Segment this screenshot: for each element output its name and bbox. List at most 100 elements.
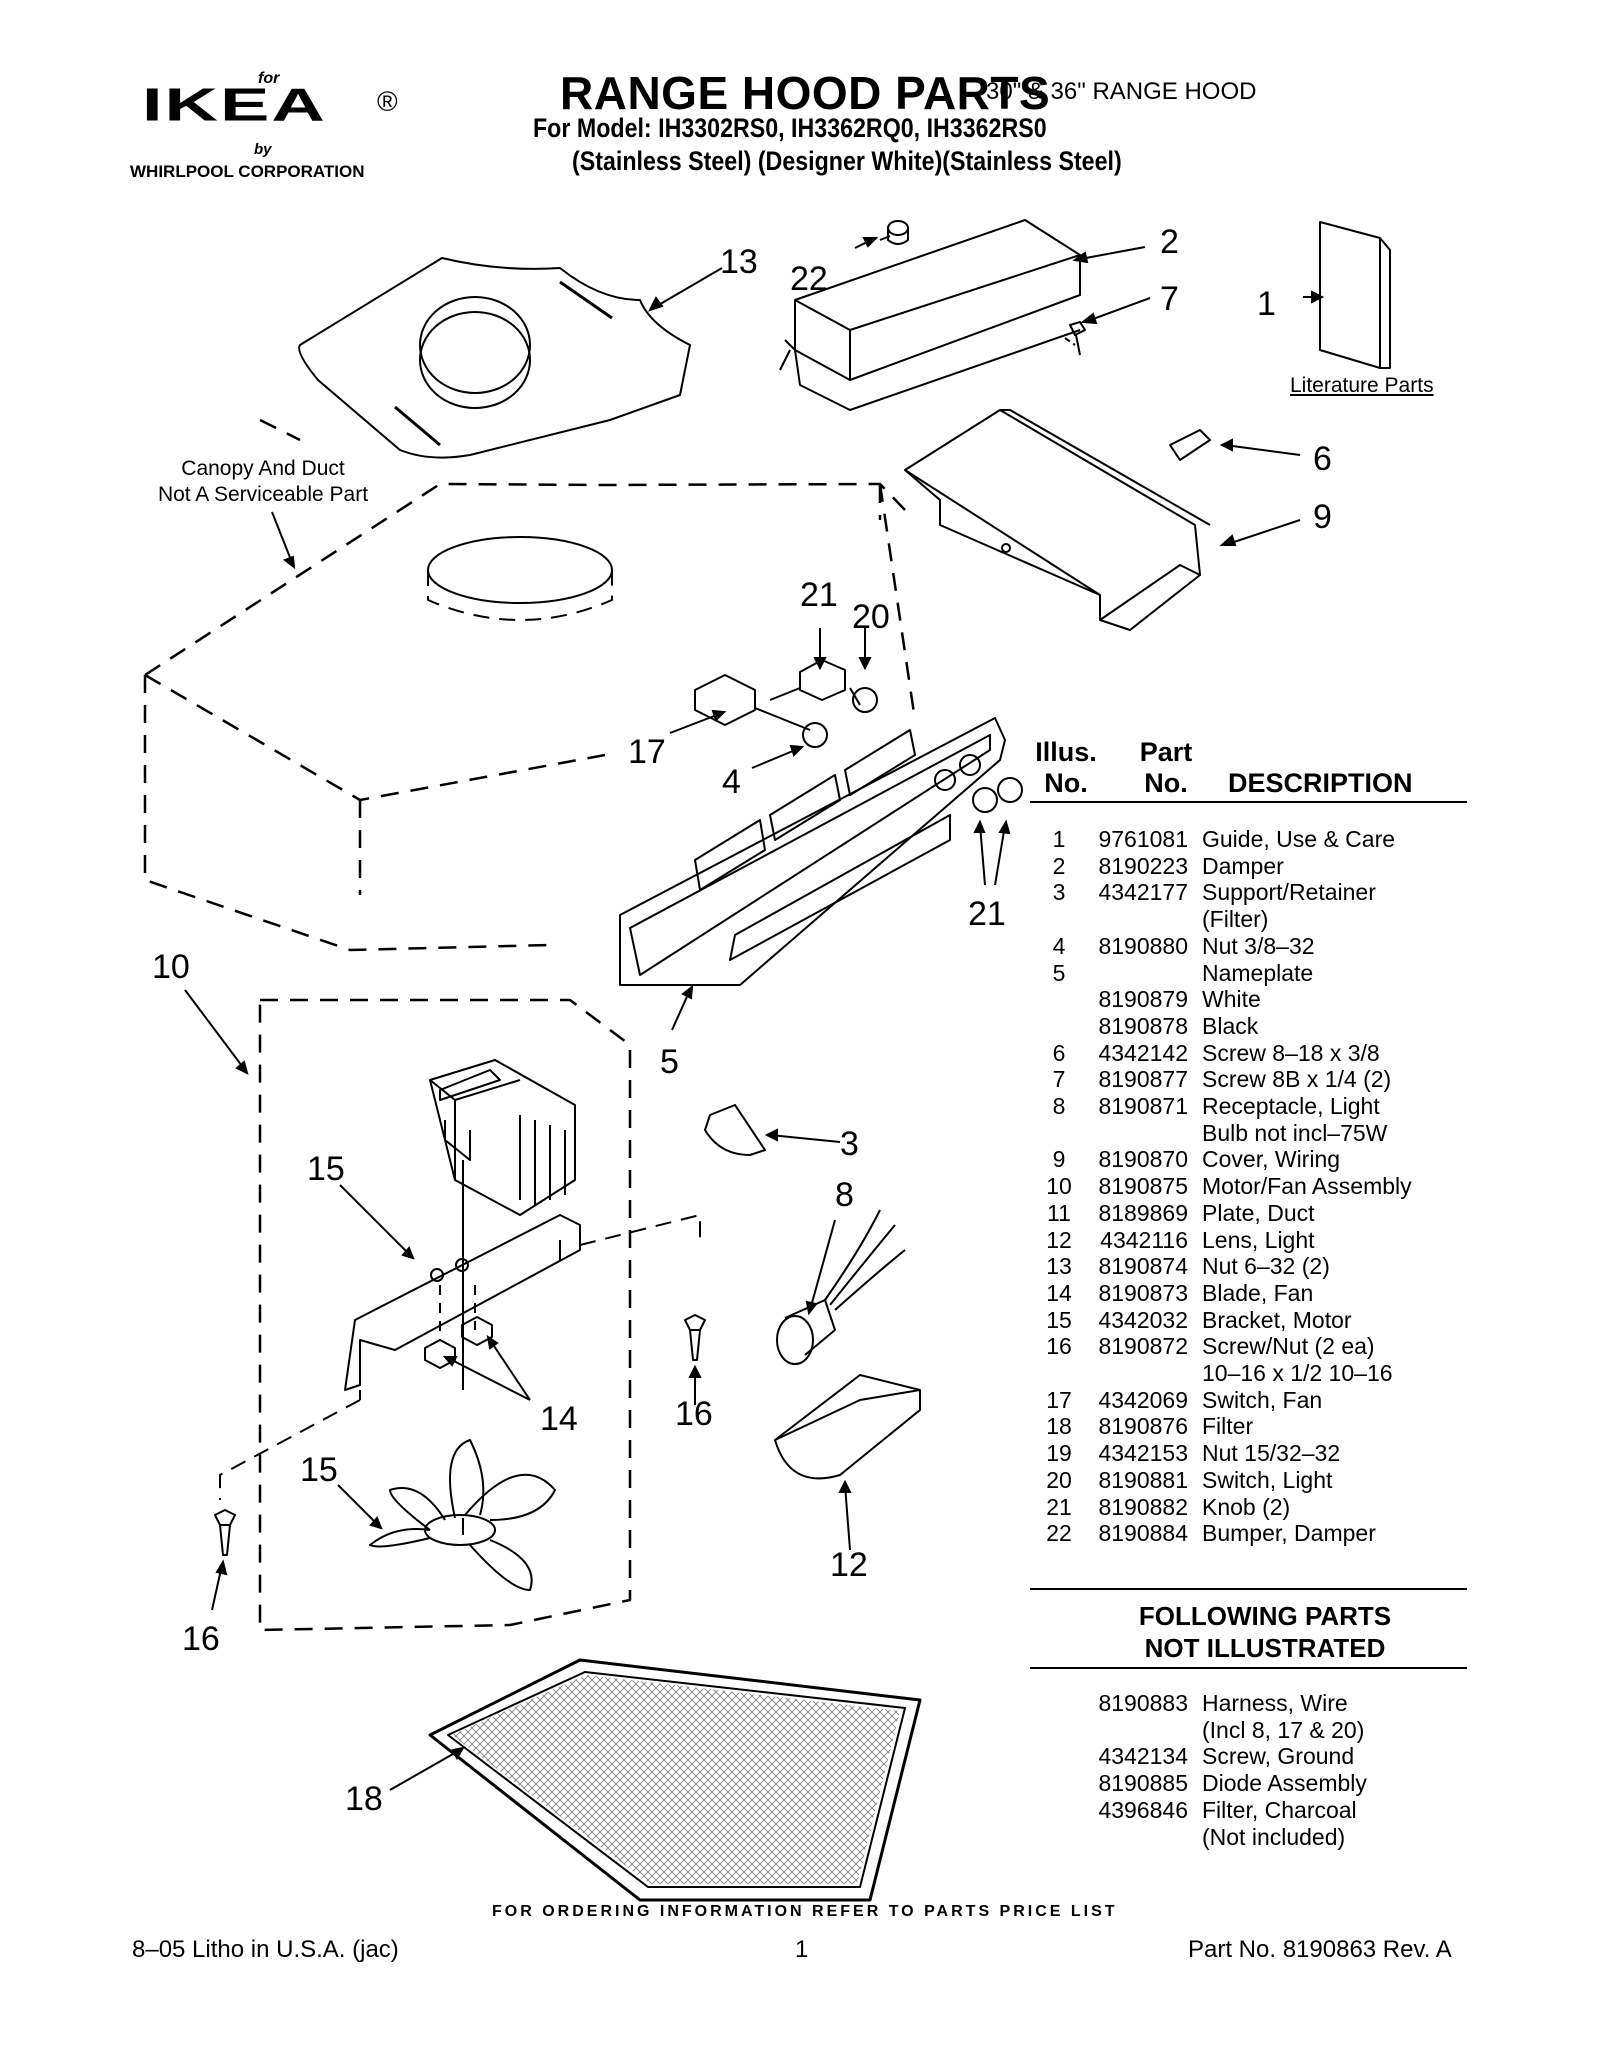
callout-7: 7 bbox=[1160, 280, 1179, 318]
illus-no-cell bbox=[1030, 1743, 1088, 1770]
header-illus-no-line: No. bbox=[1044, 768, 1088, 798]
callout-1: 1 bbox=[1257, 285, 1276, 323]
ikea-logo: IKEA bbox=[142, 78, 327, 131]
part-no-cell: 8190882 bbox=[1098, 1493, 1188, 1520]
part-no-cell: 8190873 bbox=[1098, 1279, 1188, 1306]
part-no-cell: 8190871 bbox=[1098, 1093, 1188, 1120]
part-no-cell bbox=[1088, 1824, 1202, 1851]
page-title: RANGE HOOD PARTS bbox=[560, 67, 1051, 119]
fan-blade bbox=[369, 1439, 556, 1591]
illus-no-cell: 4 bbox=[1052, 932, 1066, 959]
parts-row: 10–16 x 1/2 10–16 bbox=[1030, 1360, 1480, 1387]
illus-no-cell bbox=[1030, 1360, 1088, 1387]
logo-by: by bbox=[254, 141, 272, 158]
part-no-cell: 8190877 bbox=[1098, 1066, 1188, 1093]
illus-no-cell: 9 bbox=[1052, 1146, 1066, 1173]
callout-22: 22 bbox=[790, 260, 828, 298]
not-illustrated-title: FOLLOWING PARTS NOT ILLUSTRATED bbox=[1035, 1600, 1495, 1664]
description-cell: Screw, Ground bbox=[1202, 1743, 1355, 1770]
illus-no-cell: 18 bbox=[1046, 1413, 1072, 1440]
part-no-cell: 8190876 bbox=[1098, 1413, 1188, 1440]
illus-no-cell: 20 bbox=[1046, 1466, 1072, 1493]
callout-9: 9 bbox=[1313, 498, 1332, 536]
damper bbox=[779, 219, 1081, 411]
nuts bbox=[424, 1316, 493, 1369]
description-cell: Black bbox=[1202, 1012, 1259, 1039]
callout-18: 18 bbox=[345, 1780, 383, 1818]
callout-11: 13 bbox=[720, 243, 758, 281]
part-no-cell: 9761081 bbox=[1098, 826, 1188, 852]
description-cell: Screw 8B x 1/4 (2) bbox=[1202, 1066, 1392, 1093]
light-lens bbox=[774, 1374, 921, 1480]
part-no-cell: 8190880 bbox=[1098, 932, 1188, 959]
description-cell: Bumper, Damper bbox=[1202, 1520, 1376, 1547]
part-no-cell: 8190870 bbox=[1098, 1146, 1188, 1173]
parts-row: (Filter) bbox=[1030, 906, 1480, 933]
part-no-cell: 8190874 bbox=[1098, 1253, 1188, 1280]
description-cell: Guide, Use & Care bbox=[1202, 826, 1396, 852]
description-cell: Switch, Fan bbox=[1202, 1386, 1323, 1413]
nameplate-panel bbox=[619, 717, 1023, 986]
part-no-cell: 8190883 bbox=[1098, 1690, 1188, 1716]
illus-no-cell bbox=[1030, 906, 1088, 933]
part-no-cell bbox=[1088, 960, 1202, 987]
part-no-cell: 4342032 bbox=[1098, 1306, 1188, 1333]
illus-no-cell: 14 bbox=[1046, 1279, 1072, 1306]
parts-row: 4 8190880 Nut 3/8–32 bbox=[1030, 933, 1480, 960]
header-description: DESCRIPTION bbox=[1228, 768, 1413, 798]
small-screws bbox=[1064, 321, 1211, 461]
description-cell: Nut 15/32–32 bbox=[1202, 1440, 1341, 1467]
part-no-cell: 4342069 bbox=[1098, 1386, 1188, 1413]
illus-no-cell: 2 bbox=[1052, 852, 1066, 879]
callout-15: 15 bbox=[307, 1150, 345, 1188]
part-no-cell bbox=[1088, 906, 1202, 933]
callout-14: 15 bbox=[300, 1451, 338, 1489]
motor-bracket bbox=[219, 1214, 701, 1500]
illus-no-cell bbox=[1030, 1824, 1088, 1851]
description-cell: Screw/Nut (2 ea) bbox=[1202, 1333, 1375, 1360]
header-illus: Illus. bbox=[1035, 737, 1097, 767]
parts-row: 4342134 Screw, Ground bbox=[1030, 1743, 1480, 1770]
illus-no-cell: 11 bbox=[1047, 1199, 1071, 1226]
illus-no-cell bbox=[1030, 1120, 1088, 1147]
callout-10: 10 bbox=[152, 948, 190, 986]
illus-no-cell: 10 bbox=[1046, 1173, 1072, 1200]
callout-19: 20 bbox=[852, 598, 890, 636]
callout-2: 2 bbox=[1160, 223, 1179, 261]
description-cell: Screw 8–18 x 3/8 bbox=[1202, 1039, 1380, 1066]
illus-no-cell bbox=[1030, 1770, 1088, 1797]
wiring-cover bbox=[904, 409, 1211, 631]
part-no-cell: 8190881 bbox=[1098, 1466, 1188, 1493]
description-cell: Damper bbox=[1202, 852, 1284, 879]
part-no-cell: 8190872 bbox=[1098, 1333, 1188, 1360]
parts-row: (Not included) bbox=[1030, 1824, 1480, 1851]
literature-booklet bbox=[1319, 221, 1391, 369]
registered-mark: ® bbox=[377, 86, 398, 117]
callout-13: 14 bbox=[540, 1400, 578, 1438]
illus-no-cell: 19 bbox=[1046, 1440, 1072, 1467]
part-no-cell: 4342134 bbox=[1098, 1743, 1188, 1770]
part-no-cell bbox=[1088, 1120, 1202, 1147]
not-illustrated-rule-top bbox=[1030, 1588, 1467, 1590]
light-receptacle bbox=[776, 1209, 906, 1365]
description-cell: Nut 3/8–32 bbox=[1202, 932, 1315, 959]
description-cell: Blade, Fan bbox=[1202, 1279, 1314, 1306]
part-no-cell bbox=[1088, 1717, 1202, 1744]
not-illustrated-rule-bottom bbox=[1030, 1667, 1467, 1669]
description-cell: 10–16 x 1/2 10–16 bbox=[1202, 1360, 1393, 1387]
